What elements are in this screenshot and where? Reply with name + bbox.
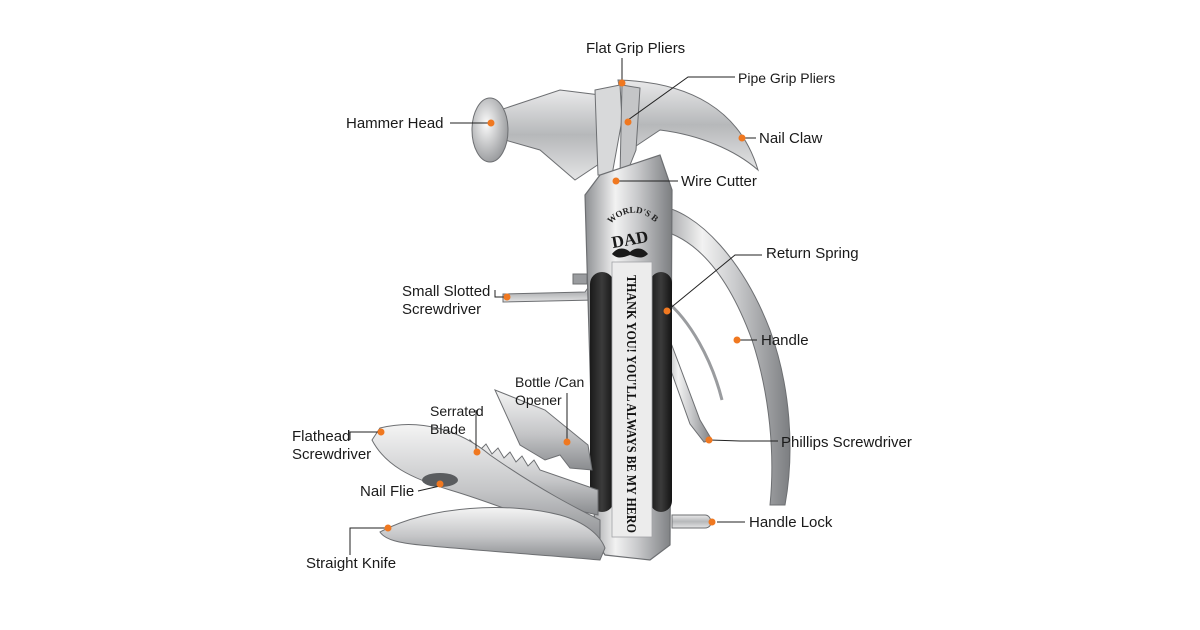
label-return-spring: Return Spring: [766, 245, 859, 262]
handle-lock: [671, 514, 712, 529]
small-slotted-screwdriver: [502, 283, 596, 303]
label-wire-cutter: Wire Cutter: [681, 173, 757, 190]
nail-file-slot: [422, 473, 458, 487]
label-serrated-blade: Serrated Blade: [430, 402, 484, 438]
label-small-slotted-line2: Screwdriver: [402, 301, 482, 318]
label-handle: Handle: [761, 332, 809, 349]
label-bottle-can-opener: Bottle /Can Opener: [515, 373, 584, 409]
straight-knife: [379, 507, 606, 561]
marker-dots: [377, 79, 746, 532]
marker-nail-file: [436, 480, 444, 488]
label-handle-lock: Handle Lock: [749, 514, 833, 531]
grip-right: [650, 272, 672, 512]
label-flathead-line2: Screwdriver: [292, 446, 372, 463]
label-small-slotted-line1: Small Slotted: [402, 283, 491, 300]
label-flat-grip-pliers: Flat Grip Pliers: [586, 40, 686, 57]
label-nail-file: Nail Flie: [360, 483, 415, 500]
label-pipe-grip-pliers: Pipe Grip Pliers: [738, 70, 836, 86]
marker-flathead: [377, 428, 385, 436]
mustache-icon: [612, 248, 648, 258]
plier-jaw-right: [619, 84, 641, 176]
marker-flat-grip: [618, 79, 626, 87]
hammer-face: [471, 97, 509, 163]
label-phillips-screwdriver: Phillips Screwdriver: [781, 434, 912, 451]
leader-lines: [349, 58, 778, 555]
label-hammer-head: Hammer Head: [346, 115, 444, 132]
marker-pipe-grip: [624, 118, 632, 126]
label-flathead-screwdriver: Flathead Screwdriver: [292, 428, 371, 464]
label-serrated-line2: Blade: [430, 421, 466, 437]
engraving-message: THANK YOU! YOU'LL ALWAYS BE MY HERO: [624, 275, 639, 533]
marker-hammer-head: [487, 119, 495, 127]
grip-left: [590, 272, 614, 512]
label-flathead-line1: Flathead: [292, 428, 351, 445]
hammer-head-body: [499, 89, 606, 181]
marker-straight-knife: [384, 524, 392, 532]
marker-wire-cutter: [612, 177, 620, 185]
label-nail-claw: Nail Claw: [759, 130, 823, 147]
marker-handle: [733, 336, 741, 344]
marker-handle-lock: [708, 518, 716, 526]
marker-nail-claw: [738, 134, 746, 142]
label-serrated-line1: Serrated: [430, 403, 484, 419]
marker-return-spring: [663, 307, 671, 315]
label-bottle-line1: Bottle /Can: [515, 374, 585, 390]
return-spring: [664, 298, 724, 401]
marker-serrated: [473, 448, 481, 456]
bottle-opener: [494, 389, 593, 471]
marker-small-slotted: [503, 293, 511, 301]
plier-jaw-left: [594, 84, 623, 176]
marker-bottle-opener: [563, 438, 571, 446]
label-straight-knife: Straight Knife: [306, 555, 397, 572]
label-small-slotted-screwdriver: Small Slotted Screwdriver: [402, 283, 490, 319]
marker-phillips: [705, 436, 713, 444]
label-bottle-line2: Opener: [515, 392, 562, 408]
